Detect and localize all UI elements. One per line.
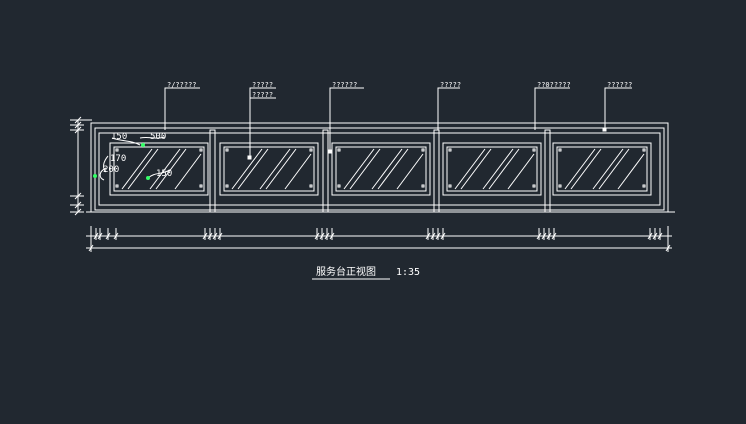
callout-label-3: ????? <box>252 91 273 99</box>
callout-labels: ?/????? ????? ????? ?????? ????? ??0????… <box>167 81 632 99</box>
posts <box>209 129 551 213</box>
glass-panel-4 <box>442 142 542 196</box>
callout-dots <box>247 127 607 160</box>
callout-leaders <box>164 87 632 158</box>
callout-label-6: ??0????? <box>537 81 571 89</box>
glass-panel-5 <box>552 142 652 196</box>
post-4 <box>544 129 551 213</box>
callout-label-4: ?????? <box>332 81 357 89</box>
post-2 <box>322 129 329 213</box>
accent-points <box>93 143 150 180</box>
drawing-scale: 1:35 <box>396 267 420 278</box>
drawing-title: 服务台正视图 <box>316 265 376 278</box>
post-1 <box>209 129 216 213</box>
callout-label-2: ????? <box>252 81 273 89</box>
callout-label-5: ????? <box>440 81 461 89</box>
elevation-geometry <box>70 87 675 252</box>
horizontal-dimensions <box>86 226 672 252</box>
dimension-labels: 150 500 170 200 150 <box>103 132 172 179</box>
dimension-curves <box>99 136 171 181</box>
dimension-label-3: 170 <box>110 154 126 164</box>
dimension-label-4: 200 <box>103 165 119 175</box>
dimension-label-1: 150 <box>111 132 127 142</box>
glass-panel-2 <box>219 142 319 196</box>
panel-markers <box>115 148 646 188</box>
counter-outline-core <box>98 132 661 206</box>
dimension-label-2: 500 <box>150 132 166 142</box>
glass-panel-1 <box>109 142 209 196</box>
vertical-dimension <box>70 116 92 216</box>
counter-outline-inner <box>94 127 665 211</box>
callout-label-1: ?/????? <box>167 81 197 89</box>
glass-panel-3 <box>331 142 431 196</box>
callout-label-7: ?????? <box>607 81 632 89</box>
dimension-label-5: 150 <box>156 169 172 179</box>
post-3 <box>433 129 440 213</box>
